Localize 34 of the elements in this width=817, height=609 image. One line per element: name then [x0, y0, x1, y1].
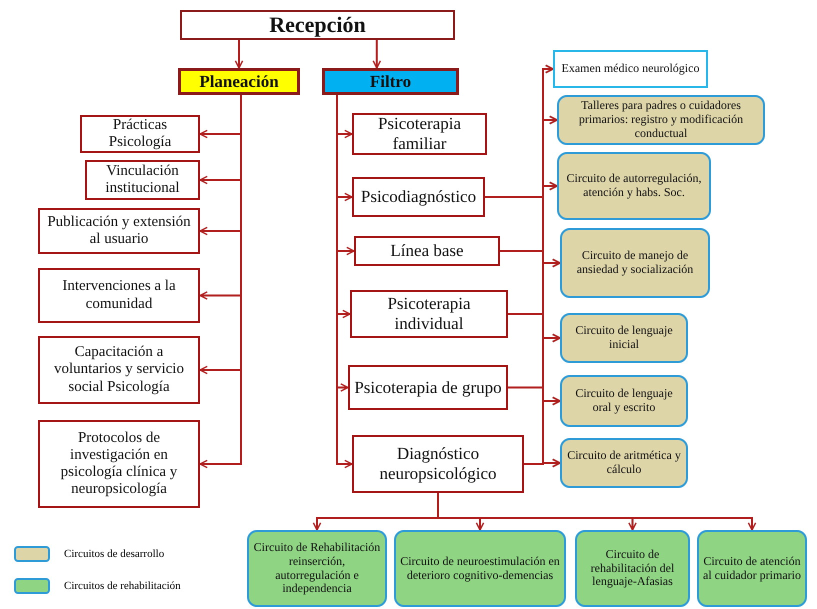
activity-box: Capacitación a voluntarios y servicio social Psicología — [38, 336, 200, 404]
activity-box: Vinculación institucional — [85, 160, 200, 200]
circuit-box: Circuito de atención al cuidador primario — [697, 530, 807, 607]
service-box: Línea base — [354, 236, 500, 266]
circuit-box: Talleres para padres o cuidadores primarios: registro y modificación conductual — [557, 95, 765, 145]
circuit-box: Circuito de neuroestimulación en deterioro cognitivo-demencias — [394, 530, 566, 607]
exam-box: Examen médico neurológico — [553, 50, 708, 88]
activity-box: Publicación y extensión al usuario — [38, 208, 200, 254]
legend-label: Circuitos de rehabilitación — [64, 580, 181, 592]
arrow — [524, 458, 561, 468]
circuit-box: Circuito de rehabilitación del lenguaje-Afasias — [575, 530, 690, 607]
legend-label: Circuitos de desarrollo — [64, 548, 164, 560]
arrow — [372, 40, 382, 69]
service-box: Psicoterapia familiar — [352, 113, 487, 155]
circuit-box: Circuito de lenguaje inicial — [560, 313, 688, 363]
activity-box: Protocolos de investigación en psicología clínica y neuropsicología — [38, 420, 200, 508]
circuit-box: Circuito de lenguaje oral y escrito — [560, 375, 688, 427]
arrow — [437, 493, 756, 531]
activity-box: Intervenciones a la comunidad — [38, 268, 200, 323]
circuit-box: Circuito de Rehabilitación reinserción, autorregulación e independencia — [247, 530, 387, 607]
service-box: Psicoterapia individual — [350, 290, 508, 338]
circuit-box: Circuito de manejo de ansiedad y socialización — [560, 228, 710, 298]
service-box: Diagnóstico neuropsicológico — [352, 435, 524, 493]
arrow — [199, 95, 242, 468]
category-box: Planeación — [178, 68, 300, 95]
title-box: Recepción — [180, 10, 455, 40]
arrow — [234, 40, 244, 69]
circuit-box: Circuito de aritmética y cálculo — [560, 438, 688, 488]
service-box: Psicoterapia de grupo — [348, 365, 508, 410]
activity-box: Prácticas Psicología — [80, 115, 200, 153]
arrow — [336, 95, 353, 468]
category-box: Filtro — [322, 68, 459, 95]
circuit-box: Circuito de autorregulación, atención y habs. Soc. — [557, 152, 711, 220]
service-box: Psicodiagnóstico — [352, 177, 485, 217]
